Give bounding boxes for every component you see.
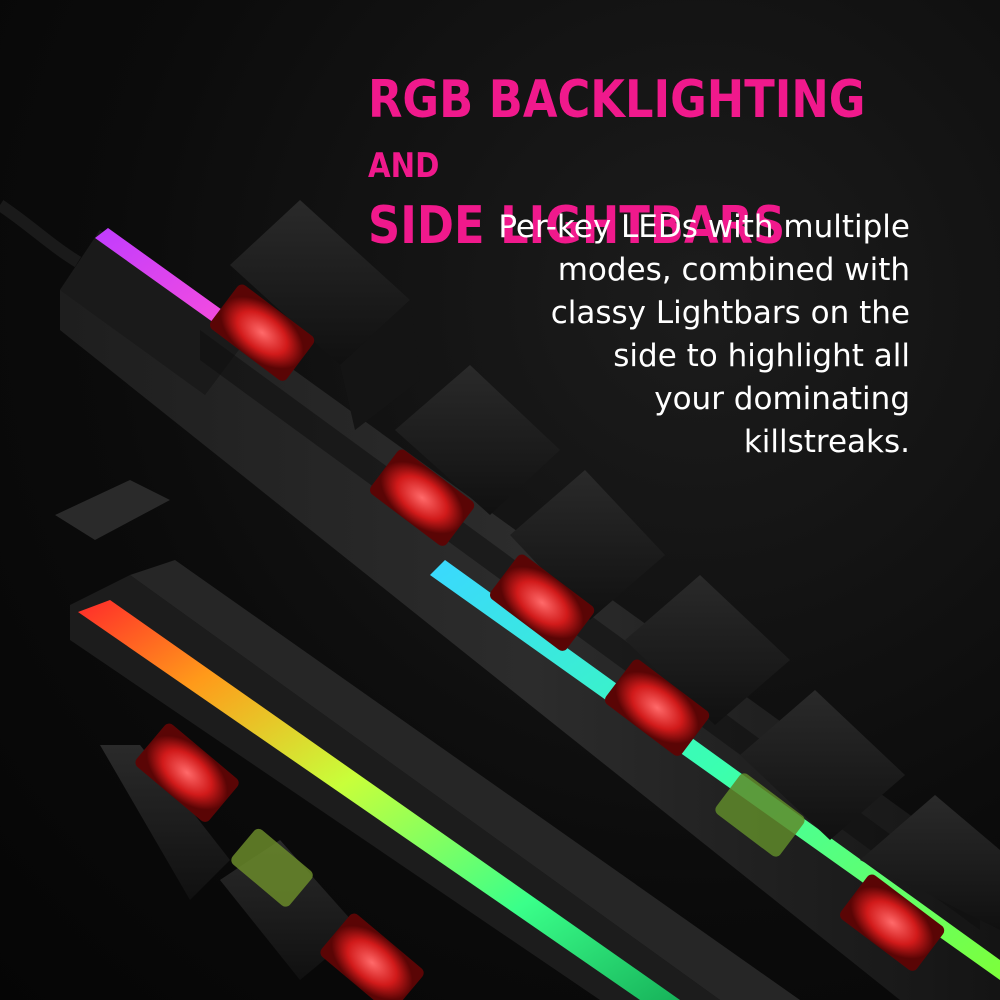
lower-keyboard (70, 560, 800, 1000)
cable (0, 200, 82, 268)
description-line: killstreaks. (743, 424, 910, 460)
description-line: Per-key LEDs with multiple (498, 209, 910, 245)
description-line: side to highlight all (613, 338, 910, 374)
description-line: your dominating (654, 381, 910, 417)
headline-line2: SIDE LIGHTBARS (368, 196, 786, 256)
headline-line1: RGB BACKLIGHTING (368, 70, 866, 130)
upper-keyboard (55, 200, 1000, 1000)
headline: RGB BACKLIGHTING AND SIDE LIGHTBARS (368, 70, 901, 256)
red-switches-upper (210, 284, 945, 971)
feature-description: Per-key LEDs with multiple modes, combin… (430, 206, 910, 464)
description-line: modes, combined with (557, 252, 910, 288)
description-line: classy Lightbars on the (550, 295, 910, 331)
headline-and: AND (368, 146, 440, 186)
red-switches-lower (135, 723, 424, 1000)
